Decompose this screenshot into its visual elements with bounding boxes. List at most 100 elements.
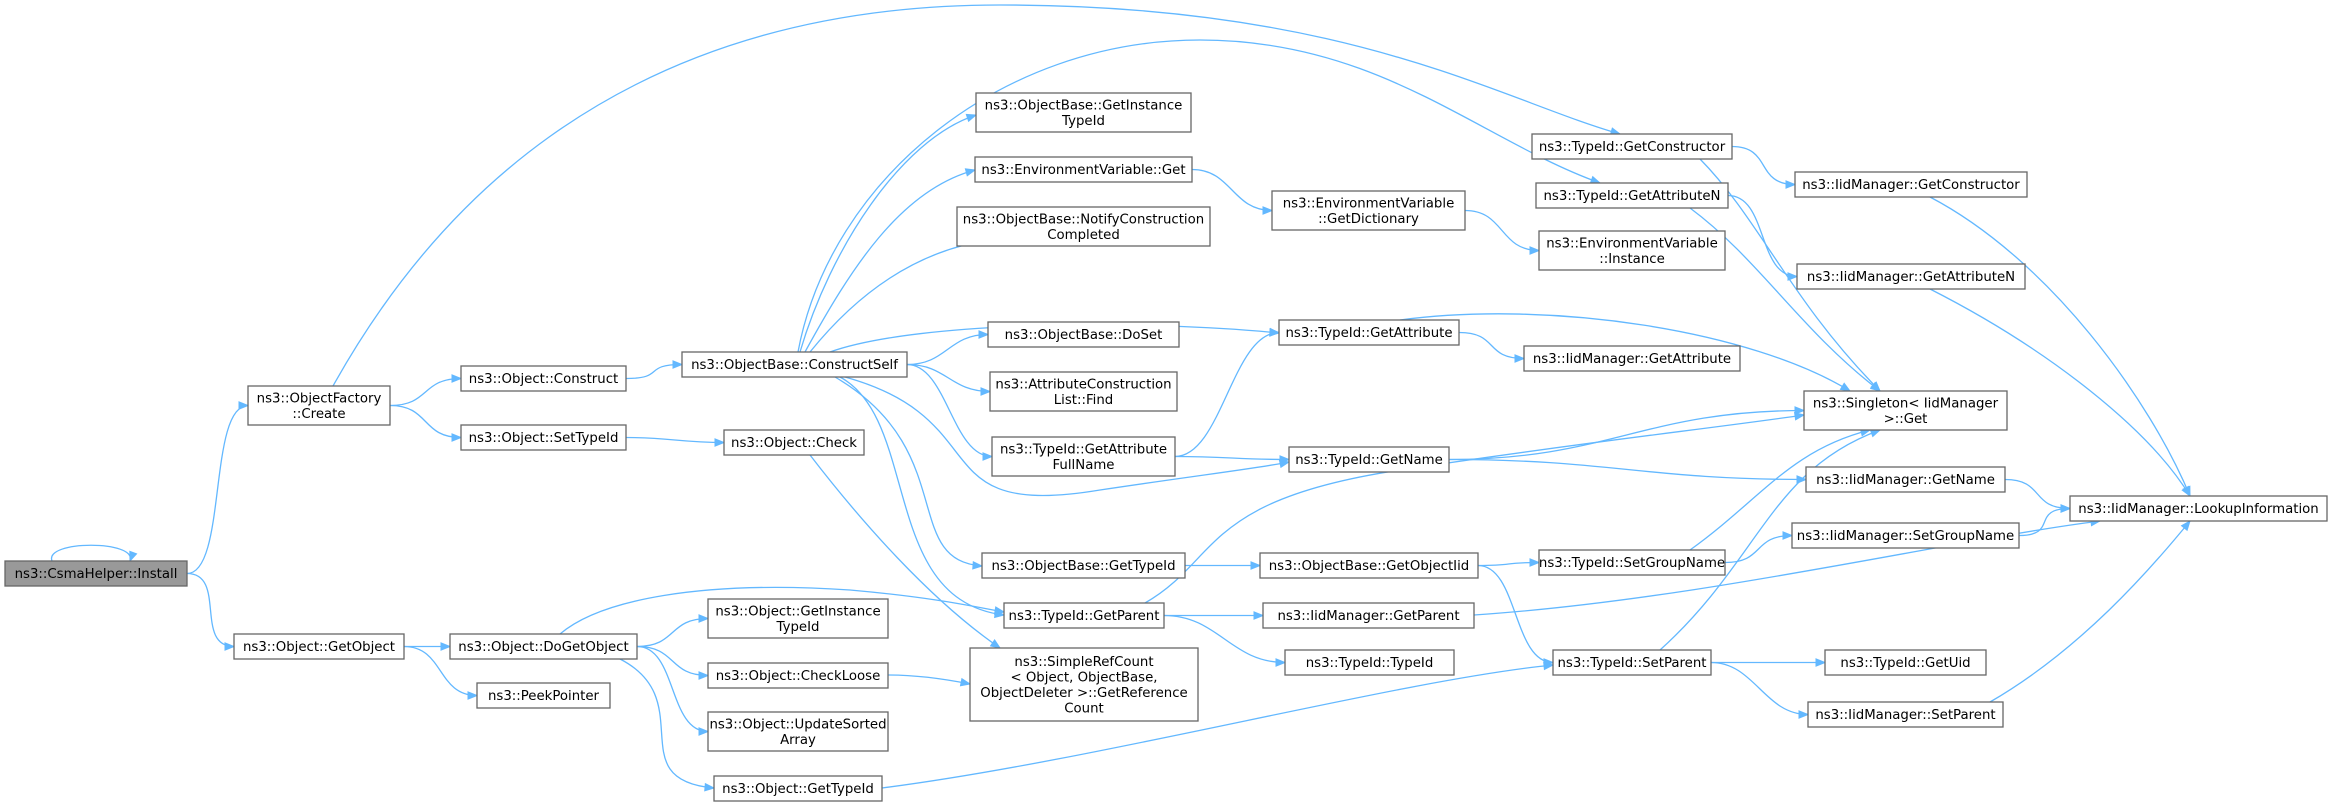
node-label: ns3::CsmaHelper::Install <box>15 567 178 582</box>
node-ob-notifyconstruction[interactable]: ns3::ObjectBase::NotifyConstructionCompl… <box>956 206 1211 247</box>
node-typeid-getuid[interactable]: ns3::TypeId::GetUid <box>1824 649 1987 676</box>
node-object-dogetobject[interactable]: ns3::Object::DoGetObject <box>449 633 638 660</box>
node-ob-gettypeid[interactable]: ns3::ObjectBase::GetTypeId <box>981 552 1186 579</box>
node-object-checkloose[interactable]: ns3::Object::CheckLoose <box>707 662 889 689</box>
node-box <box>1538 549 1726 576</box>
edge-object_check-to-simplerefcount <box>809 454 1002 649</box>
arrowhead <box>698 671 710 680</box>
node-envvar-get[interactable]: ns3::EnvironmentVariable::Get <box>974 156 1193 183</box>
node-envvar-getdictionary[interactable]: ns3::EnvironmentVariable::GetDictionary <box>1271 190 1466 231</box>
node-label: >::Get <box>1884 412 1928 427</box>
node-iidmanager-lookupinformation[interactable]: ns3::IidManager::LookupInformation <box>2069 495 2328 522</box>
node-label: ns3::TypeId::GetName <box>1295 453 1443 468</box>
arrowhead <box>129 550 138 563</box>
node-label: FullName <box>1053 458 1115 473</box>
node-box <box>460 365 627 392</box>
node-object-check[interactable]: ns3::Object::Check <box>723 429 865 456</box>
edge-objfactory_create-to-object_construct <box>389 374 463 407</box>
edge-line <box>1929 196 2191 497</box>
node-label: ns3::Object::GetInstance <box>715 604 880 619</box>
edge-envvar_getdictionary-to-envvar_instance <box>1464 209 1541 255</box>
node-label: Count <box>1064 701 1104 716</box>
node-typeid-getattribute[interactable]: ns3::TypeId::GetAttribute <box>1278 319 1460 346</box>
node-iidmanager-getparent[interactable]: ns3::IidManager::GetParent <box>1262 602 1475 629</box>
node-typeid-getname[interactable]: ns3::TypeId::GetName <box>1288 446 1450 473</box>
node-box <box>991 436 1176 477</box>
arrowhead <box>1869 381 1882 392</box>
edge-line <box>1689 429 1871 551</box>
node-label: ns3::EnvironmentVariable <box>1283 196 1455 211</box>
node-typeid-getconstructor[interactable]: ns3::TypeId::GetConstructor <box>1531 133 1733 160</box>
node-object-gettypeid[interactable]: ns3::Object::GetTypeId <box>713 775 883 802</box>
node-typeid-getparent[interactable]: ns3::TypeId::GetParent <box>1003 602 1165 629</box>
node-label: ns3::ObjectBase::DoSet <box>1005 328 1163 343</box>
edge-typeid_getconstructor-to-iidmanager_getconstructor <box>1731 145 1797 189</box>
arrowhead <box>698 614 710 623</box>
edge-line <box>332 4 1621 387</box>
edge-line <box>636 617 709 648</box>
edge-typeid_getparent-to-typeid_typeid <box>1163 614 1287 667</box>
node-peekpointer[interactable]: ns3::PeekPointer <box>476 682 611 709</box>
node-box <box>707 662 889 689</box>
node-objfactory-create[interactable]: ns3::ObjectFactory::Create <box>247 385 391 426</box>
edge-install-to-object_getobject <box>186 572 236 651</box>
node-iidmanager-setgroupname[interactable]: ns3::IidManager::SetGroupName <box>1791 522 2020 549</box>
arrowhead <box>964 168 977 177</box>
node-box <box>1824 649 1987 676</box>
edge-objectbase_constructself-to-ob_gettypeid <box>834 376 984 570</box>
node-label: ns3::ObjectBase::ConstructSelf <box>691 358 898 373</box>
node-iidmanager-getattribute[interactable]: ns3::IidManager::GetAttribute <box>1523 345 1741 372</box>
edge-line <box>389 377 462 407</box>
node-ob-doset[interactable]: ns3::ObjectBase::DoSet <box>987 321 1180 348</box>
edge-object_dogetobject-to-object_checkloose <box>636 645 710 680</box>
node-singleton-get[interactable]: ns3::Singleton< IidManager>::Get <box>1803 390 2008 431</box>
edge-line <box>1448 409 1805 461</box>
node-iidmanager-getname[interactable]: ns3::IidManager::GetName <box>1805 466 2006 493</box>
node-iidmanager-getconstructor[interactable]: ns3::IidManager::GetConstructor <box>1794 171 2028 198</box>
arrowhead <box>959 677 972 687</box>
arrowhead <box>1514 354 1526 363</box>
edge-line <box>1689 207 1881 392</box>
node-box <box>1262 602 1475 629</box>
node-typeid-setparent[interactable]: ns3::TypeId::SetParent <box>1552 649 1712 676</box>
edge-typeid_getattribute-to-singleton_get <box>1399 313 1852 392</box>
node-label: Array <box>780 733 816 748</box>
node-label: ns3::Object::GetTypeId <box>722 782 874 797</box>
node-label: ns3::SimpleRefCount <box>1014 655 1153 670</box>
arrowhead <box>989 639 1002 649</box>
node-ob-getobjectiid[interactable]: ns3::ObjectBase::GetObjectIid <box>1259 552 1479 579</box>
node-envvar-instance[interactable]: ns3::EnvironmentVariable::Instance <box>1538 230 1726 271</box>
edge-object_getobject-to-object_dogetobject <box>404 642 452 651</box>
node-box <box>1259 552 1479 579</box>
node-object-getobject[interactable]: ns3::Object::GetObject <box>233 633 405 660</box>
edge-line <box>1727 194 1798 278</box>
node-label: ns3::TypeId::SetParent <box>1557 656 1706 671</box>
node-label: ns3::TypeId::GetAttributeN <box>1544 189 1721 204</box>
edge-objectbase_constructself-to-typeid_getparent <box>839 376 1006 619</box>
node-typeid-getattributen[interactable]: ns3::TypeId::GetAttributeN <box>1535 182 1729 209</box>
arrowhead <box>1543 658 1555 667</box>
node-typeid-typeid[interactable]: ns3::TypeId::TypeId <box>1284 649 1455 676</box>
node-box <box>476 682 611 709</box>
node-objectbase-constructself[interactable]: ns3::ObjectBase::ConstructSelf <box>681 351 908 378</box>
node-box <box>1552 649 1712 676</box>
node-label: ns3::IidManager::GetAttributeN <box>1807 270 2015 285</box>
node-iidmanager-getattributen[interactable]: ns3::IidManager::GetAttributeN <box>1796 263 2026 290</box>
node-label: ns3::IidManager::GetParent <box>1277 609 1459 624</box>
node-object-construct[interactable]: ns3::Object::Construct <box>460 365 627 392</box>
arrowhead <box>1815 658 1827 667</box>
node-iidmanager-setparent[interactable]: ns3::IidManager::SetParent <box>1807 701 2004 728</box>
edge-object_getobject-to-peekpointer <box>403 645 479 700</box>
node-install[interactable]: ns3::CsmaHelper::Install <box>4 560 188 587</box>
node-typeid-setgroupname[interactable]: ns3::TypeId::SetGroupName <box>1538 549 1726 576</box>
node-object-settypeid[interactable]: ns3::Object::SetTypeId <box>460 424 627 451</box>
node-simplerefcount[interactable]: ns3::SimpleRefCount< Object, ObjectBase,… <box>969 647 1199 722</box>
edge-line <box>1191 168 1273 212</box>
arrowhead <box>1839 382 1852 392</box>
node-box <box>1794 171 2028 198</box>
